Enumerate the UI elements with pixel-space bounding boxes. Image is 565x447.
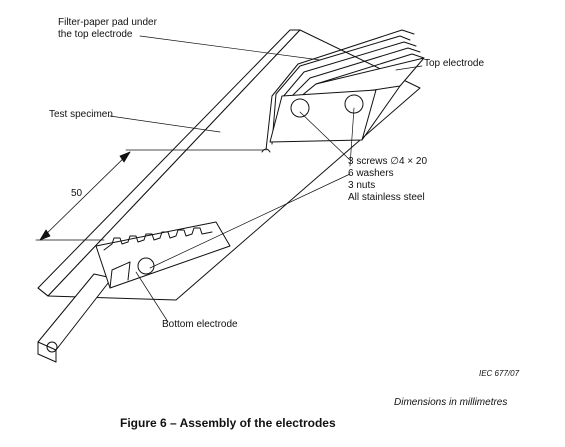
leader-lines [109,35,423,323]
figure-caption: Figure 6 – Assembly of the electrodes [120,416,336,430]
units-note: Dimensions in millimetres [394,397,508,408]
dimension-50 [35,149,265,241]
label-screws-block: 3 screws ∅4 × 20 6 washers 3 nuts All st… [348,156,428,203]
label-filter-paper: Filter-paper pad under the top electrode [58,17,157,40]
reference-code: IEC 677/07 [479,369,520,378]
label-dimension: 50 [71,188,83,199]
label-top-electrode: Top electrode [424,58,485,69]
top-electrode-assembly [261,29,425,153]
top-electrode-hole-left [290,98,310,118]
tail-hole [46,341,58,353]
label-bottom-electrode: Bottom electrode [162,319,238,330]
label-test-specimen: Test specimen [49,109,113,120]
bottom-electrode [95,221,231,289]
